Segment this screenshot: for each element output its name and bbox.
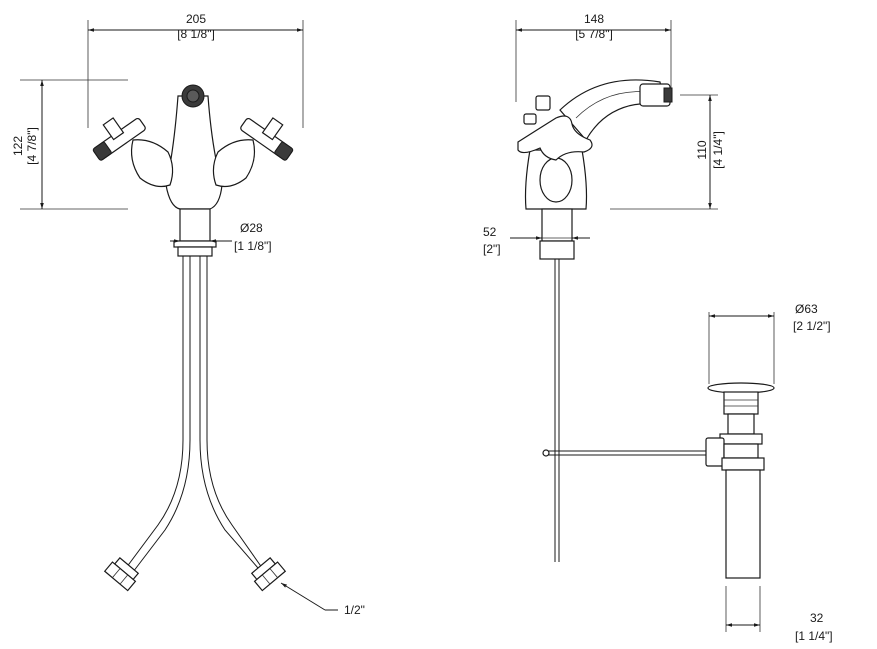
side-height-mm: 110 [695,140,709,159]
waste-flange-mm: Ø63 [795,302,818,316]
front-shank-dimension: Ø28 [1 1/8"] [170,221,272,253]
front-width-mm: 205 [186,12,206,26]
waste-assembly [705,382,775,579]
side-view: 148 [5 7/8"] 110 [4 1/4"] [483,12,725,562]
front-shank-in: [1 1/8"] [234,239,272,253]
side-shank-mm: 52 [483,225,497,239]
front-faucet-body [92,84,294,257]
front-shank-mm: Ø28 [240,221,263,235]
waste-flange-dimension: Ø63 [2 1/2"] [708,302,831,384]
connection-size: 1/2" [344,603,365,617]
waste-tail-dimension: 32 [1 1/4"] [725,586,833,643]
side-shank-in: [2"] [483,242,501,256]
side-depth-in: [5 7/8"] [575,27,613,41]
pop-up-rod [542,449,706,457]
side-faucet-body [517,79,673,562]
side-height-in: [4 1/4"] [711,131,725,169]
side-shank-dimension: 52 [2"] [483,225,590,256]
front-height-mm: 122 [11,136,25,156]
front-flexible-hoses [103,256,287,592]
side-depth-dimension: 148 [5 7/8"] [515,12,672,102]
front-height-in: [4 7/8"] [25,127,39,165]
side-depth-mm: 148 [584,12,604,26]
front-width-in: [8 1/8"] [177,27,215,41]
waste-tail-mm: 32 [810,611,824,625]
side-height-dimension: 110 [4 1/4"] [610,94,725,210]
front-view: 205 [8 1/8"] 122 [4 7/8"] [11,12,365,617]
waste-flange-in: [2 1/2"] [793,319,831,333]
pop-up-waste: Ø63 [2 1/2"] 32 [1 1/4"] [705,302,833,643]
waste-tail-in: [1 1/4"] [795,629,833,643]
connection-callout: 1/2" [280,582,365,617]
front-height-dimension: 122 [4 7/8"] [11,79,128,210]
front-width-dimension: 205 [8 1/8"] [87,12,304,128]
